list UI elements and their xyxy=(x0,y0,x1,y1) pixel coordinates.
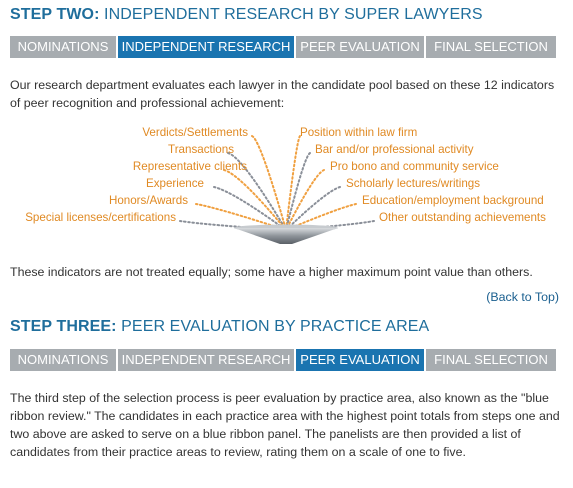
tab-nominations[interactable]: NOMINATIONS xyxy=(10,36,116,58)
connector-dots xyxy=(213,186,287,231)
step-two-heading-title: INDEPENDENT RESEARCH BY SUPER LAWYERS xyxy=(104,6,483,23)
step-two-note: These indicators are not treated equally… xyxy=(10,265,533,279)
indicator-right-6: Other outstanding achievements xyxy=(379,211,546,224)
tab-nominations[interactable]: NOMINATIONS xyxy=(10,349,116,371)
connector-dots xyxy=(227,152,287,231)
step-three-heading-title: PEER EVALUATION BY PRACTICE AREA xyxy=(121,318,430,335)
indicator-left-3: Representative clients xyxy=(132,160,247,173)
step-two-tabs: NOMINATIONS INDEPENDENT RESEARCH PEER EV… xyxy=(10,36,556,58)
indicator-left-6: Special licenses/certifications xyxy=(25,211,176,224)
funnel-base xyxy=(234,228,338,244)
connector-dots xyxy=(285,169,325,231)
indicators-diagram: Verdicts/Settlements Transactions Repres… xyxy=(0,118,573,248)
step-two-intro: Our research department evaluates each l… xyxy=(10,78,555,110)
indicator-left-4: Experience xyxy=(145,177,204,190)
step-three-heading: STEP THREE: PEER EVALUATION BY PRACTICE … xyxy=(10,318,429,336)
indicator-left-1: Verdicts/Settlements xyxy=(142,126,248,139)
tab-final-selection[interactable]: FINAL SELECTION xyxy=(426,36,556,58)
connector-dots xyxy=(223,169,287,231)
tab-peer-evaluation[interactable]: PEER EVALUATION xyxy=(296,36,424,58)
tab-final-selection[interactable]: FINAL SELECTION xyxy=(426,349,556,371)
connector-dots xyxy=(285,152,311,231)
indicator-left-2: Transactions xyxy=(168,143,234,156)
tab-peer-evaluation[interactable]: PEER EVALUATION xyxy=(296,349,424,371)
indicator-right-1: Position within law firm xyxy=(300,126,418,139)
connector-dots xyxy=(251,135,287,231)
step-three-heading-strong: STEP THREE: xyxy=(10,318,117,335)
tab-independent-research[interactable]: INDEPENDENT RESEARCH xyxy=(118,349,294,371)
indicator-right-4: Scholarly lectures/writings xyxy=(346,177,481,190)
connector-dots xyxy=(285,135,301,231)
indicators-fan-graphic xyxy=(179,135,375,244)
back-to-top-link[interactable]: (Back to Top) xyxy=(486,290,559,304)
connector-dots xyxy=(285,186,341,231)
indicator-right-3: Pro bono and community service xyxy=(330,160,499,173)
indicator-right-5: Education/employment background xyxy=(362,194,544,207)
step-three-tabs: NOMINATIONS INDEPENDENT RESEARCH PEER EV… xyxy=(10,349,556,371)
tab-independent-research[interactable]: INDEPENDENT RESEARCH xyxy=(118,36,294,58)
step-three-body: The third step of the selection process … xyxy=(10,391,560,459)
indicator-left-5: Honors/Awards xyxy=(108,194,188,207)
step-two-heading: STEP TWO: INDEPENDENT RESEARCH BY SUPER … xyxy=(10,6,483,24)
step-two-heading-strong: STEP TWO: xyxy=(10,6,100,23)
indicator-right-2: Bar and/or professional activity xyxy=(315,143,474,156)
